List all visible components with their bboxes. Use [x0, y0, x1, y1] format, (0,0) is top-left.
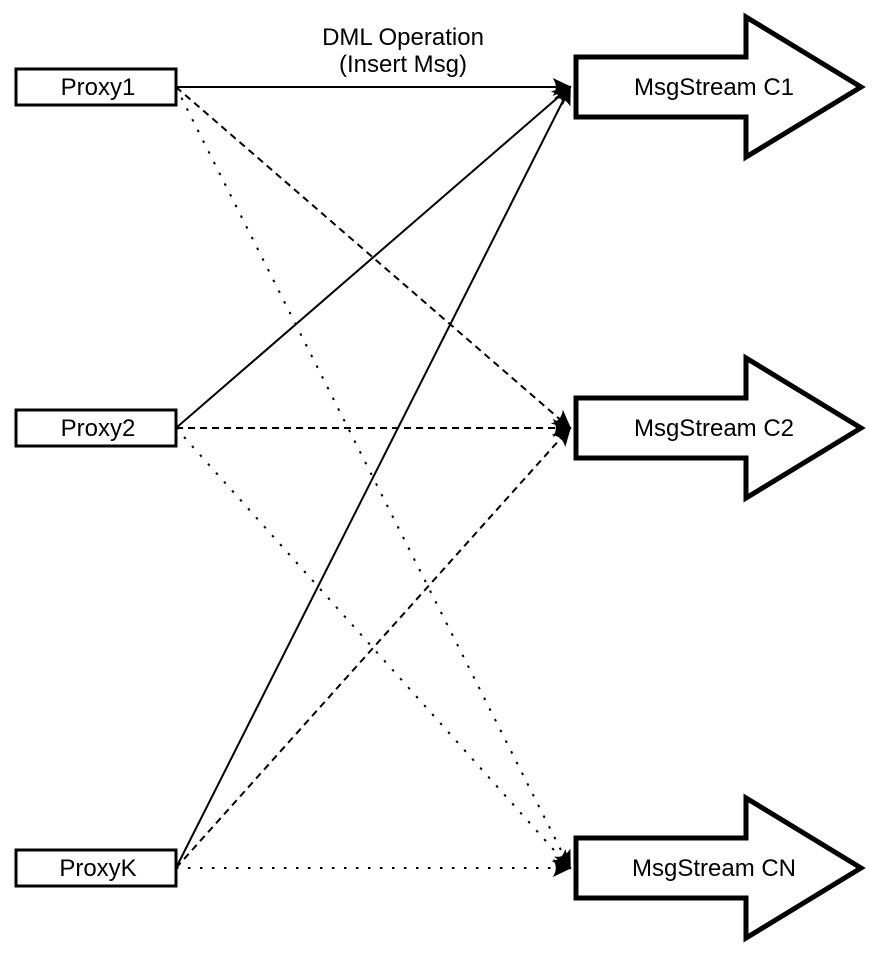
stream-node-c1: MsgStream C1 [573, 12, 866, 162]
proxy1-label: Proxy1 [61, 74, 136, 101]
proxy1-box [14, 67, 178, 107]
proxy-node-1: Proxy1 [14, 67, 178, 107]
connection-proxy1-to-c2-dashed [175, 86, 572, 430]
msgstream-c2-arrow-shape [573, 353, 866, 503]
connection-proxyK-to-c2-dashed [175, 426, 572, 869]
proxy-node-k: ProxyK [14, 848, 178, 888]
proxyK-label: ProxyK [59, 855, 136, 882]
stream-node-cn: MsgStream CN [573, 793, 866, 943]
connection-proxy2-to-cn-dotted [175, 427, 572, 870]
connection-proxyK-to-c1-solid [175, 85, 571, 869]
msgstream-cn-label: MsgStream CN [632, 855, 796, 882]
msgstream-cn-arrow-shape [573, 793, 866, 943]
proxy2-label: Proxy2 [61, 415, 136, 442]
connection-proxy2-to-c1-solid [175, 85, 572, 429]
diagram-title-line1: DML Operation [322, 24, 484, 51]
proxy-node-2: Proxy2 [14, 408, 178, 448]
msgstream-c1-arrow-shape [573, 12, 866, 162]
diagram-title-line2: (Insert Msg) [339, 51, 467, 78]
proxyK-box [14, 848, 178, 888]
proxy2-box [14, 408, 178, 448]
msgstream-c2-label: MsgStream C2 [634, 415, 794, 442]
connection-proxy1-to-cn-dotted [175, 86, 571, 870]
connection-lines [175, 77, 572, 878]
msgstream-c1-label: MsgStream C1 [634, 74, 794, 101]
stream-node-c2: MsgStream C2 [573, 353, 866, 503]
